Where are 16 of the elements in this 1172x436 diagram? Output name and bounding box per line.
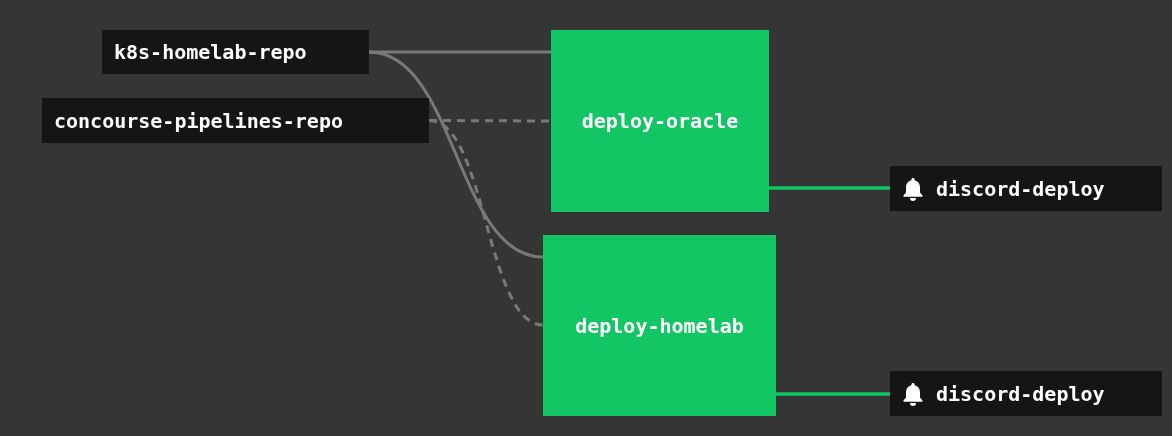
connector-line: [368, 50, 544, 259]
notification-label: [890, 371, 1162, 416]
resource-name: k8s-homelab-repo: [114, 40, 307, 64]
resource-label: [42, 98, 429, 143]
job-box: [551, 30, 769, 212]
resource-name: discord-deploy: [936, 381, 1105, 406]
connector-line: [769, 186, 890, 190]
job-box: [543, 235, 776, 416]
connector-line: [776, 392, 890, 396]
resource-name: discord-deploy: [936, 176, 1105, 201]
resource-name: concourse-pipelines-repo: [54, 108, 343, 133]
job-name: deploy-homelab: [575, 313, 744, 338]
connector-line: [428, 119, 544, 327]
notification-label: [890, 166, 1162, 211]
job-name: deploy-oracle: [581, 109, 739, 133]
resource-label: [102, 30, 369, 74]
